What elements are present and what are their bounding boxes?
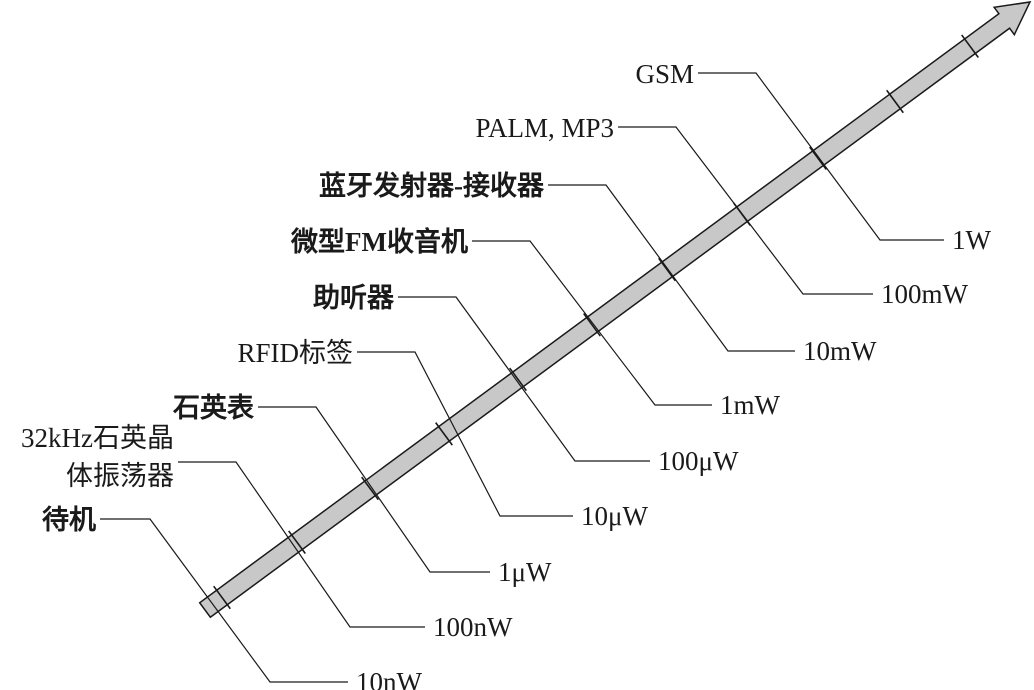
leader-line <box>472 240 712 406</box>
device-label: 助听器 <box>313 283 395 313</box>
device-label: 待机 <box>42 505 96 535</box>
scale-tick <box>288 530 306 554</box>
device-label: 微型FM收音机 <box>290 226 468 257</box>
power-label: 1μW <box>498 557 552 587</box>
power-label: 10mW <box>803 336 877 366</box>
scale-tick <box>583 313 601 337</box>
power-label: 10nW <box>356 667 423 690</box>
device-label: GSM <box>635 59 694 89</box>
scale-tick <box>658 257 676 282</box>
leader-line <box>357 351 573 517</box>
leader-line <box>698 72 944 241</box>
scale-tick <box>361 476 379 501</box>
scale-tick <box>213 585 231 610</box>
scale-tick <box>509 367 527 392</box>
device-label: RFID标签 <box>237 338 353 368</box>
leader-line <box>178 461 425 628</box>
leader-line <box>548 184 795 352</box>
scale-tick <box>961 34 979 58</box>
power-label: 100nW <box>433 612 513 642</box>
leader-line <box>100 518 348 683</box>
scale-tick <box>886 89 904 114</box>
device-label: PALM, MP3 <box>475 113 614 143</box>
power-label: 1W <box>952 225 992 255</box>
scale-tick <box>809 146 827 170</box>
scale-tick <box>435 422 453 446</box>
device-label: 32kHz石英晶 <box>21 423 174 453</box>
device-label: 石英表 <box>172 393 254 423</box>
power-label: 100μW <box>658 446 739 476</box>
power-label: 10μW <box>581 501 648 531</box>
scale-arrow <box>198 1 1032 619</box>
leader-line <box>398 296 650 462</box>
device-label: 体振荡器 <box>66 461 174 491</box>
power-label: 100mW <box>881 279 969 309</box>
leader-line <box>258 406 490 573</box>
power-label: 1mW <box>720 390 781 420</box>
leader-line <box>618 126 873 295</box>
device-label: 蓝牙发射器-接收器 <box>319 170 545 201</box>
